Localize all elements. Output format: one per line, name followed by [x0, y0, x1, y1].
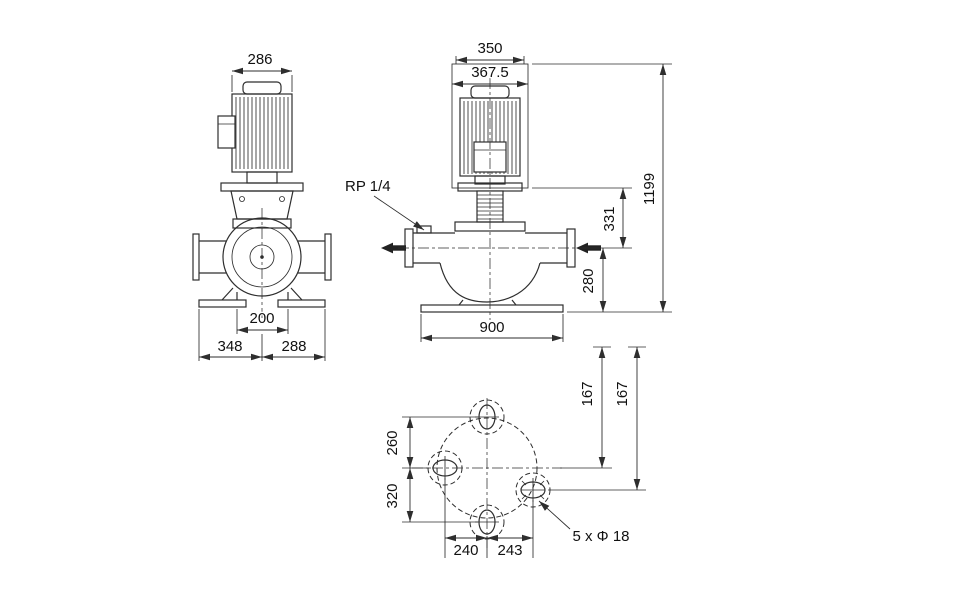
guard-body	[476, 190, 504, 223]
dim-331: 331	[601, 206, 618, 231]
dim-367-5: 367.5	[471, 64, 509, 81]
port-tubes	[413, 232, 567, 264]
ext-lines-left	[402, 416, 478, 523]
motor-stool-flange	[220, 182, 304, 192]
front-right-flange	[298, 233, 332, 281]
ext-lines-right	[548, 467, 646, 491]
port-cross-ticks	[444, 416, 545, 523]
ext-lines-200	[236, 309, 289, 334]
port-tube	[298, 240, 325, 274]
foot-left	[198, 299, 247, 308]
casing-contour	[436, 417, 538, 519]
volute-inner	[231, 226, 293, 288]
ext-lines-286	[231, 75, 293, 92]
dim-320: 320	[384, 483, 401, 508]
foot-right	[277, 299, 326, 308]
port-tube	[199, 240, 226, 274]
dim-348: 348	[217, 338, 242, 355]
terminal-box	[217, 115, 236, 149]
dim-167b: 167	[614, 381, 631, 406]
bolt	[279, 196, 285, 202]
plan-ports	[432, 404, 546, 535]
ext-lines-900	[420, 314, 564, 342]
front-view: 286 200 348 288	[192, 50, 332, 361]
rp-callout: RP 1/4	[344, 177, 425, 231]
ext-lines-base	[198, 309, 326, 361]
motor-body	[231, 93, 293, 173]
rp-leader-line	[373, 195, 425, 231]
side-dimensions: 350 367.5 331 280 1199 900	[420, 39, 672, 342]
dim-350: 350	[477, 40, 502, 57]
base-plate	[420, 304, 564, 313]
dim-900: 900	[479, 319, 504, 336]
ext-lines-350	[455, 56, 525, 64]
flange-plate	[192, 233, 200, 281]
motor-neck	[246, 171, 278, 184]
dim-280: 280	[580, 268, 597, 293]
side-view: RP 1/4 350 367.5 331 280 1199 900	[344, 39, 672, 342]
plan-view: 260 320 167 167 240 243 5 x Φ 18	[383, 346, 646, 560]
dim-260: 260	[384, 430, 401, 455]
label-bolt-holes: 5 x Φ 18	[573, 528, 630, 545]
flow-arrow-left-icon	[381, 242, 393, 254]
plan-casing-outline	[427, 399, 551, 540]
dim-167a: 167	[579, 381, 596, 406]
legs	[458, 299, 517, 306]
front-left-flange	[192, 233, 226, 281]
plan-dimensions: 260 320 167 167 240 243 5 x Φ 18	[383, 346, 646, 560]
front-motor	[217, 81, 304, 192]
fan-cover	[242, 81, 282, 95]
dim-288: 288	[281, 338, 306, 355]
flange-plate	[324, 233, 332, 281]
dim-243: 243	[497, 542, 522, 559]
bolt	[239, 196, 245, 202]
legs	[221, 287, 303, 301]
dim-240: 240	[453, 542, 478, 559]
front-dimensions: 286 200 348 288	[198, 50, 326, 361]
dim-200: 200	[249, 310, 274, 327]
front-base	[198, 287, 326, 308]
label-rp14: RP 1/4	[345, 178, 391, 195]
bolt-hole-leader-line	[538, 500, 571, 530]
dim-286: 286	[247, 51, 272, 68]
motor-fins	[463, 101, 517, 174]
top-flange-contour	[469, 399, 505, 435]
bolt-hole-ticks	[521, 480, 545, 500]
volute-belly	[439, 262, 541, 303]
dim-1199: 1199	[641, 173, 658, 205]
motor-fins	[235, 97, 289, 169]
